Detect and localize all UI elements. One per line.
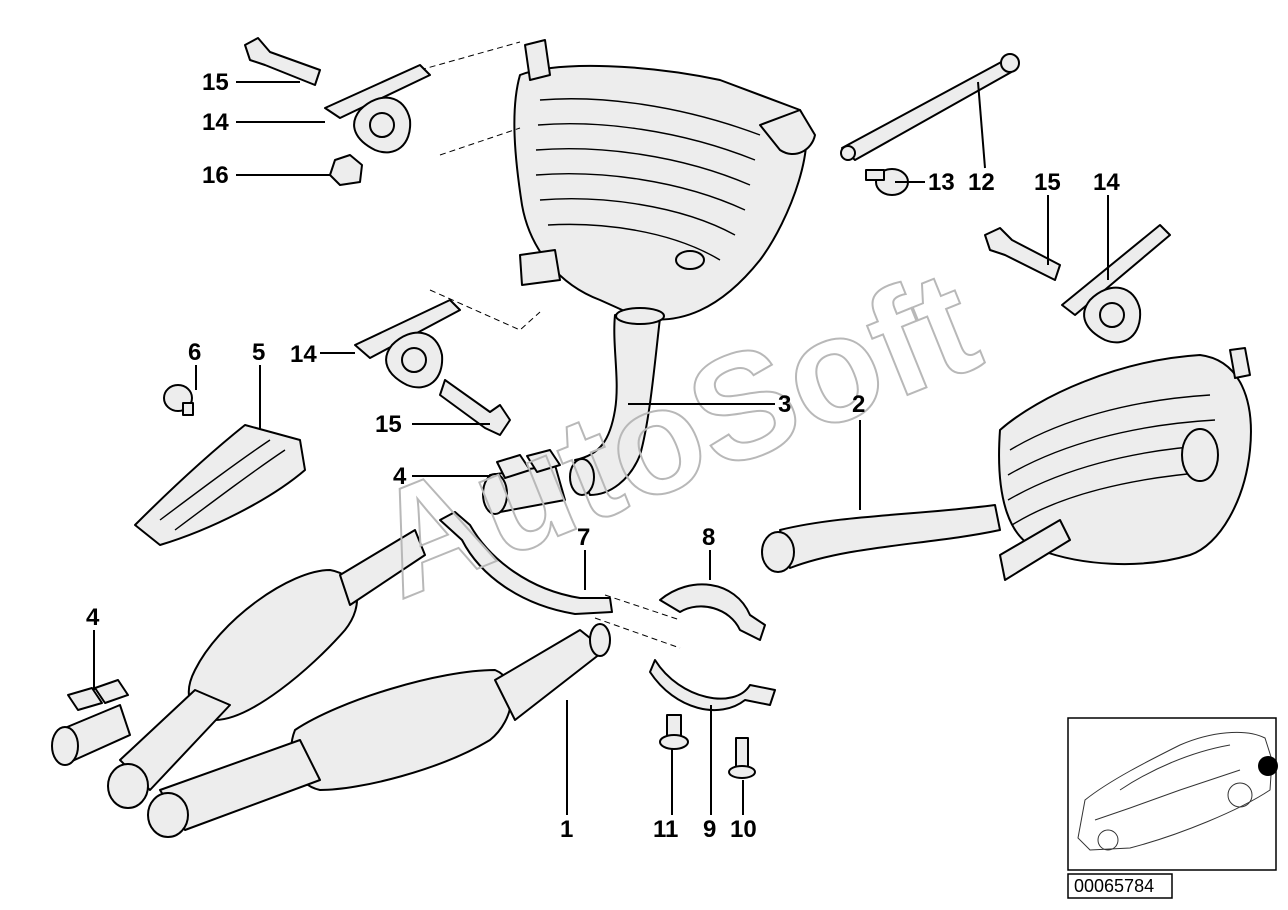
callout-labels: 15 14 16 13 12 15 14 6 5 14 15 3 2 4 7 8…	[86, 69, 1120, 843]
hanger-guide-c	[429, 289, 541, 331]
rear-silencer-left[interactable]	[513, 39, 816, 321]
callout-6: 6	[188, 339, 201, 366]
heat-shield-5[interactable]	[134, 424, 306, 546]
callout-5: 5	[252, 339, 265, 366]
callout-2: 2	[852, 391, 865, 418]
clamp-4-center[interactable]	[482, 449, 566, 515]
callout-15-top-left: 15	[202, 69, 229, 96]
strut-guide-lines	[594, 594, 681, 649]
strut-7[interactable]	[439, 511, 613, 615]
callout-7: 7	[577, 524, 590, 551]
hanger-bracket-top-left[interactable]	[244, 37, 431, 186]
callout-14-right: 14	[1093, 169, 1120, 196]
callout-14-top-left: 14	[202, 109, 229, 136]
bracket-8[interactable]	[659, 583, 766, 641]
hanger-guide-a	[419, 41, 521, 156]
car-outline	[1077, 731, 1273, 851]
callout-4-center: 4	[393, 463, 407, 490]
bolt-11[interactable]	[659, 714, 689, 750]
hanger-bracket-center[interactable]	[354, 299, 511, 436]
tie-bar-12[interactable]	[840, 53, 1020, 161]
callout-12: 12	[968, 169, 995, 196]
callout-10: 10	[730, 816, 757, 843]
callout-15-right: 15	[1034, 169, 1061, 196]
bolt-6[interactable]	[163, 384, 194, 416]
front-silencer-1[interactable]	[107, 529, 611, 838]
intermediate-pipe-3[interactable]	[569, 307, 665, 496]
document-id: 00065784	[1074, 876, 1154, 896]
clamp-4-left[interactable]	[51, 679, 131, 766]
callout-15-center: 15	[375, 411, 402, 438]
callout-11: 11	[653, 816, 678, 843]
location-marker-icon	[1258, 756, 1278, 776]
callout-13: 13	[928, 169, 955, 196]
bracket-9[interactable]	[649, 659, 776, 712]
callout-8: 8	[702, 524, 715, 551]
vehicle-location-thumbnail: 00065784	[1067, 717, 1278, 899]
callout-1: 1	[560, 816, 573, 843]
rear-silencer-right[interactable]	[761, 347, 1252, 581]
leader-lines	[93, 81, 1109, 815]
hanger-bracket-right[interactable]	[984, 224, 1171, 344]
callout-3: 3	[778, 391, 791, 418]
callout-4-left: 4	[86, 604, 100, 631]
callout-9: 9	[703, 816, 716, 843]
callout-14-center: 14	[290, 341, 317, 368]
bolt-10[interactable]	[728, 737, 756, 779]
callout-16: 16	[202, 162, 229, 189]
